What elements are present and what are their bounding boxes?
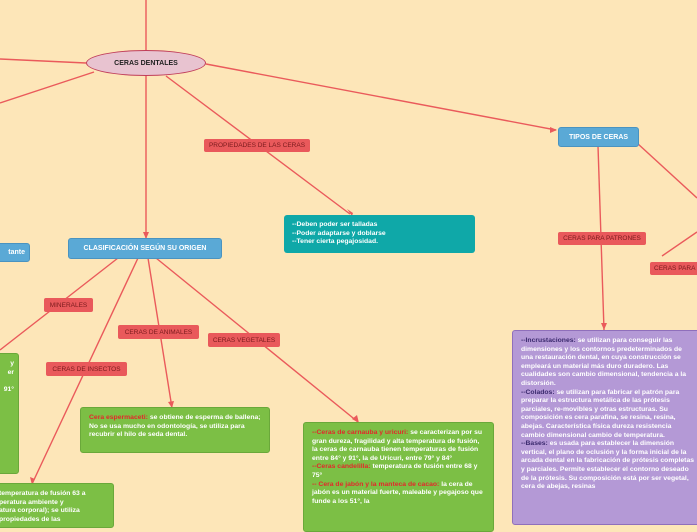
note-text: --Ceras de carnauba y uricuri: se caract… xyxy=(312,429,485,463)
branch-ceras-para-patrones[interactable]: CERAS PARA PATRONES xyxy=(558,232,646,245)
term-incrustaciones: --Incrustaciones: xyxy=(521,337,576,344)
desc-incrustaciones: se utilizan para conseguir las dimension… xyxy=(521,337,687,387)
term-colados: --Colados: xyxy=(521,388,555,396)
branch-ceras-vegetales[interactable]: CERAS VEGETALES xyxy=(208,333,280,347)
branch-ceras-para[interactable]: CERAS PARA xyxy=(650,262,697,275)
note-line: atura corporal); se utiliza xyxy=(0,507,80,515)
arrowhead xyxy=(168,401,174,408)
note-text: --Colados: se utilizan para fabricar el … xyxy=(521,389,695,441)
desc-jabon: la cera de jabón es un material fuerte, … xyxy=(312,480,483,505)
branch-ceras-insectos[interactable]: CERAS DE INSECTOS xyxy=(46,362,127,376)
note-line: y xyxy=(10,360,14,367)
note-ceras-animales[interactable]: Cera espermaceti: se obtiene de esperma … xyxy=(80,407,270,453)
term-jabon: -- Cera de jabón y la manteca de cacao: xyxy=(312,480,440,488)
desc-candelilla: temperatura de fusión entre 68 y 75° xyxy=(312,463,478,479)
note-line xyxy=(0,377,14,386)
branch-propiedades[interactable]: PROPIEDADES DE LAS CERAS xyxy=(204,139,310,152)
term-candelilla: --Ceras candelilla: xyxy=(312,463,371,471)
note-text: Cera espermaceti: se obtiene de esperma … xyxy=(89,414,261,440)
propiedad-item: --Deben poder ser talladas xyxy=(292,221,378,228)
arrowhead xyxy=(347,209,353,216)
note-text: --Incrustaciones: se utilizan para conse… xyxy=(521,337,695,389)
arrowhead xyxy=(352,415,359,423)
branch-ceras-animales[interactable]: CERAS DE ANIMALES xyxy=(118,325,199,339)
branch-minerales[interactable]: MINERALES xyxy=(44,298,93,312)
topic-tipos-de-ceras[interactable]: TIPOS DE CERAS xyxy=(558,127,639,147)
note-text: --Ceras candelilla: temperatura de fusió… xyxy=(312,463,485,480)
note-line: peratura ambiente y xyxy=(0,498,64,506)
edge-root-left xyxy=(0,71,95,104)
note-text: -- Cera de jabón y la manteca de cacao: … xyxy=(312,481,485,507)
term-bases: --Bases: xyxy=(521,440,548,448)
arrowhead xyxy=(601,323,607,330)
propiedad-item: --Poder adaptarse y doblarse xyxy=(292,229,386,237)
note-ceras-vegetales[interactable]: --Ceras de carnauba y uricuri: se caract… xyxy=(303,422,494,532)
note-line: temperatura de fusión 63 a xyxy=(0,490,86,497)
note-line: 91° xyxy=(3,385,14,393)
note-ceras-insectos[interactable]: temperatura de fusión 63 a peratura ambi… xyxy=(0,483,114,528)
edge-root-tipos xyxy=(205,63,557,131)
term-carnauba: --Ceras de carnauba y uricuri: xyxy=(312,429,409,436)
arrowhead xyxy=(30,477,35,485)
desc-espermaceti: se obtiene de esperma de ballena; No se … xyxy=(89,414,261,439)
term-espermaceti: Cera espermaceti: xyxy=(89,414,148,421)
desc-colados: se utilizan para fabricar el patrón para… xyxy=(521,388,680,439)
desc-carnauba: se caracterizan por su gran dureza, frag… xyxy=(312,429,482,462)
note-line: propiedades de las xyxy=(0,515,61,523)
edge-para-right xyxy=(661,231,697,257)
arrowhead xyxy=(550,127,557,133)
topic-left-cut[interactable]: tante xyxy=(0,243,30,262)
edge-root-left-top xyxy=(0,58,87,64)
arrowhead xyxy=(143,232,149,239)
topic-clasificacion-origen[interactable]: CLASIFICACIÓN SEGÚN SU ORIGEN xyxy=(68,238,222,259)
note-ceras-patrones[interactable]: --Incrustaciones: se utilizan para conse… xyxy=(512,330,697,525)
note-minerales[interactable]: y er 91° xyxy=(0,353,19,474)
note-propiedades[interactable]: --Deben poder ser talladas --Poder adapt… xyxy=(284,215,475,253)
edge-tipos-right xyxy=(636,142,697,199)
propiedad-item: --Tener cierta pegajosidad. xyxy=(292,238,378,246)
root-node-ceras-dentales[interactable]: CERAS DENTALES xyxy=(86,50,206,76)
note-text: --Bases: es usada para establecer la dim… xyxy=(521,440,695,492)
note-line: er xyxy=(7,368,14,376)
desc-bases: es usada para establecer la dimensión ve… xyxy=(521,440,695,491)
